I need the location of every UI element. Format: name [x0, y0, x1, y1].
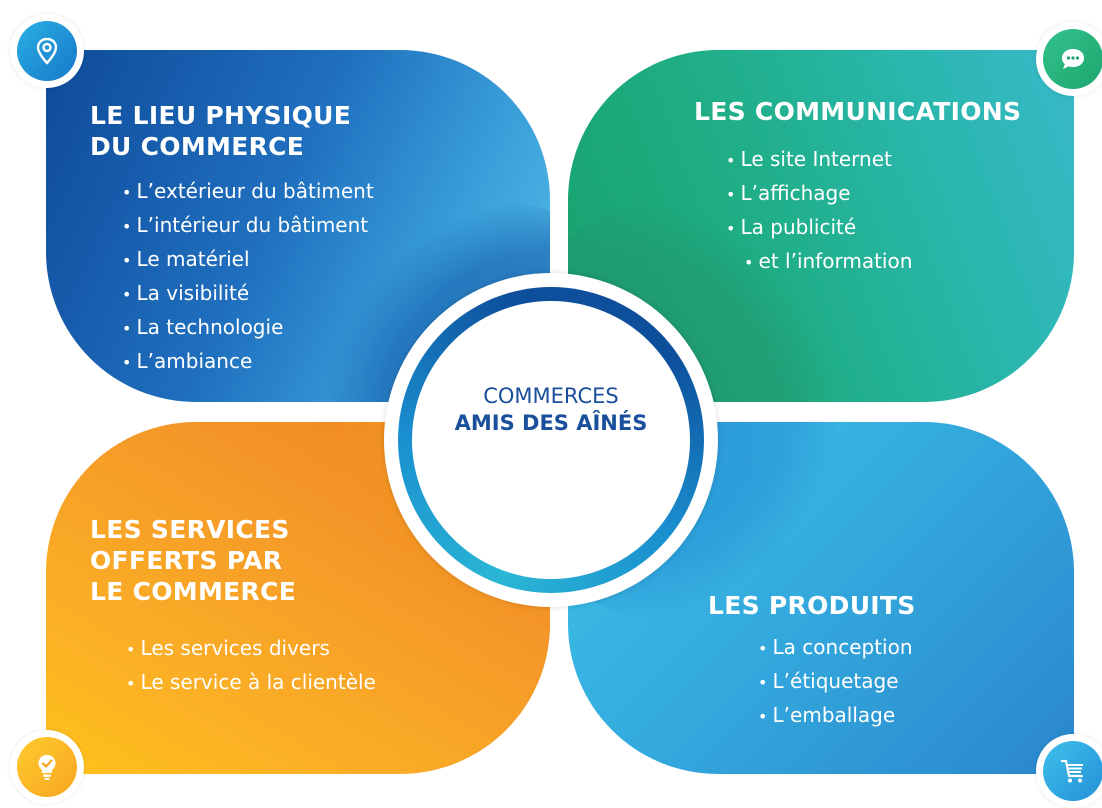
quadrant-title: LES SERVICES OFFERTS PAR LE COMMERCE [90, 514, 296, 607]
list-item: Le service à la clientèle [126, 666, 376, 700]
center-title-line2: AMIS DES AÎNÉS [454, 411, 648, 435]
list-item-continuation: et l’information [726, 245, 913, 279]
quadrant-title: LES PRODUITS [708, 590, 916, 621]
location-badge-inner [17, 21, 77, 81]
list-item: La publicité [726, 211, 912, 245]
center-title: COMMERCES AMIS DES AÎNÉS [412, 383, 690, 437]
list-item: La visibilité [122, 277, 374, 311]
list-item: L’extérieur du bâtiment [122, 175, 374, 209]
list-item: Le site Internet [726, 143, 912, 177]
chat-badge-inner [1043, 29, 1102, 89]
title-line: DU COMMERCE [90, 132, 305, 161]
lightbulb-check-icon [38, 755, 56, 780]
list-item: L’ambiance [122, 345, 374, 379]
list-item: L’étiquetage [758, 665, 913, 699]
list-item: L’affichage [726, 177, 912, 211]
idea-badge-inner [17, 737, 77, 797]
bullet-list: La conception L’étiquetage L’emballage [758, 631, 913, 733]
idea-badge [10, 730, 84, 804]
center-circle-inner [412, 301, 690, 579]
shopping-cart-icon [1060, 759, 1084, 783]
title-line: LE COMMERCE [90, 577, 297, 606]
quadrant-title: LE LIEU PHYSIQUE DU COMMERCE [90, 100, 351, 162]
bullet-list: Le site Internet L’affichage La publicit… [726, 143, 913, 279]
list-item: La technologie [122, 311, 374, 345]
chat-badge [1036, 22, 1102, 96]
cart-badge [1036, 734, 1102, 808]
bullet-list: Les services divers Le service à la clie… [126, 632, 376, 700]
quadrant-title: LES COMMUNICATIONS [694, 96, 1021, 127]
title-line: LES PRODUITS [708, 591, 916, 620]
title-line: LE LIEU PHYSIQUE [90, 101, 352, 130]
cart-badge-inner [1043, 741, 1102, 801]
bullet-list: L’extérieur du bâtiment L’intérieur du b… [122, 175, 374, 379]
location-badge [10, 14, 84, 88]
title-line: OFFERTS PAR [90, 546, 283, 575]
chat-bubble-icon [1062, 49, 1084, 69]
list-item: L’intérieur du bâtiment [122, 209, 374, 243]
center-title-line1: COMMERCES [483, 384, 619, 408]
list-item: Le matériel [122, 243, 374, 277]
list-item: Les services divers [126, 632, 376, 666]
title-line: LES SERVICES [90, 515, 290, 544]
list-item: La conception [758, 631, 913, 665]
location-pin-icon [36, 37, 58, 65]
list-item: L’emballage [758, 699, 913, 733]
title-line: LES COMMUNICATIONS [694, 97, 1022, 126]
